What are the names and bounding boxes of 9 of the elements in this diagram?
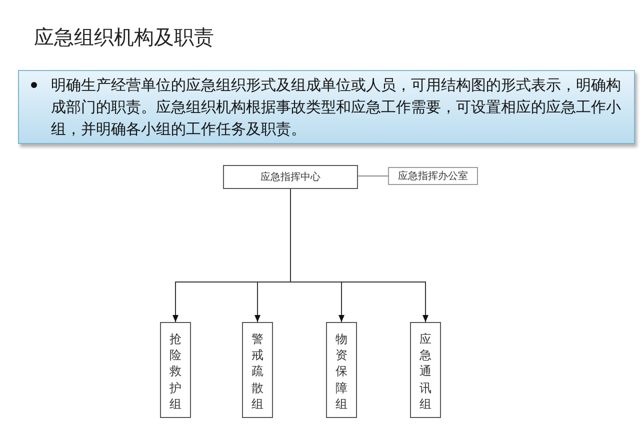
group-box: 抢险救护组 <box>160 322 191 418</box>
group-box: 物资保障组 <box>326 322 357 418</box>
slide-title: 应急组织机构及职责 <box>34 24 214 51</box>
bullet-text-panel: 明确生产经营单位的应急组织形式及组成单位或人员，可用结构图的形式表示，明确构成部门的职责。应急组织机构根据事故类型和应急工作需要，可设置相应的应急工作小组，并明确各小组的工作任务及职责。 <box>18 70 635 144</box>
group-box: 应急通讯组 <box>410 322 441 418</box>
org-box: 应急指挥中心 <box>223 165 358 189</box>
org-box: 应急指挥办公室 <box>388 167 478 185</box>
group-box: 警戒疏散组 <box>242 322 273 418</box>
connector-arrow <box>290 188 428 322</box>
